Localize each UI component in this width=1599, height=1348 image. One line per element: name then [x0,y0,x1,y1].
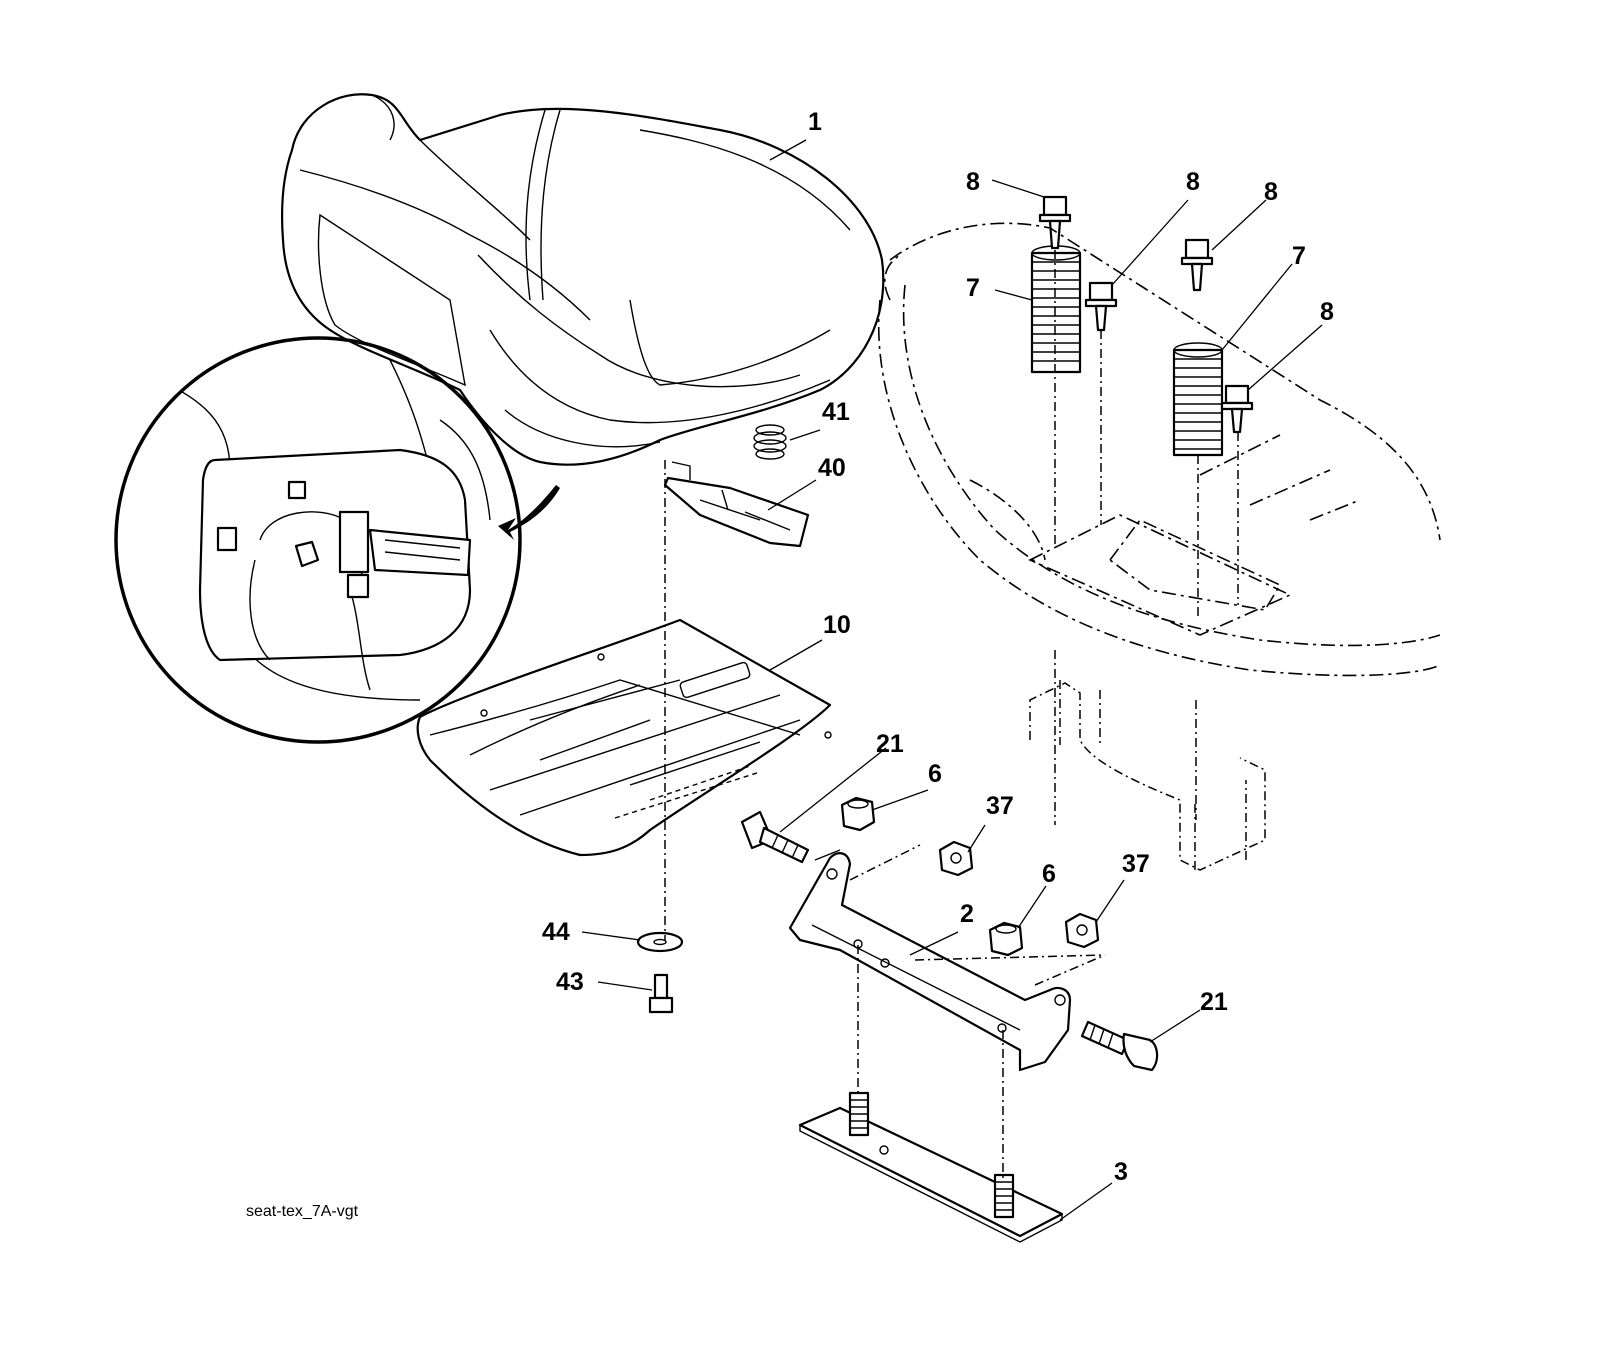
callout-21-right: 21 [1200,988,1228,1016]
callout-labels: 1 41 40 10 21 6 37 6 37 2 44 43 21 3 8 8… [542,108,1334,1186]
bolt-8-c [1180,238,1214,292]
callout-6-left: 6 [928,760,942,788]
spring-41 [753,424,787,460]
bolt-8-d [1220,384,1254,434]
seat-bracket-2 [788,852,1072,1072]
callout-1: 1 [808,108,822,136]
seat-pan-10 [416,618,832,857]
callout-21-left: 21 [876,730,904,758]
bolt-43 [648,973,674,1014]
callout-37-right: 37 [1122,850,1150,878]
nut-37-right [1064,912,1100,949]
nut-6-left [840,796,876,832]
callout-7-left: 7 [966,274,980,302]
bolt-21-left [740,810,810,864]
callout-40: 40 [818,454,846,482]
callout-41: 41 [822,398,850,426]
callout-43: 43 [556,968,584,996]
bolt-21-right [1080,1020,1159,1072]
callout-8-a: 8 [966,168,980,196]
callout-2: 2 [960,900,974,928]
spring-7-left [1030,245,1082,374]
fender-outline [878,222,1441,871]
plate-3 [798,1091,1064,1243]
callout-8-b: 8 [1186,168,1200,196]
callout-44: 44 [542,918,570,946]
callout-8-d: 8 [1320,298,1334,326]
callout-37-left: 37 [986,792,1014,820]
nut-6-right [988,921,1024,957]
callout-7-right: 7 [1292,242,1306,270]
leader-lines [581,139,1323,1221]
seat-switch-clip-40 [663,461,810,548]
callout-3: 3 [1114,1158,1128,1186]
bolt-8-b [1084,281,1118,332]
drawing-code: seat-tex_7A-vgt [246,1203,359,1220]
alignment-lines [664,250,1239,1178]
spring-7-right [1172,342,1224,457]
nut-37-left [938,840,974,877]
washer-44 [636,931,684,953]
callout-6-right: 6 [1042,860,1056,888]
callout-8-c: 8 [1264,178,1278,206]
detail-view [114,336,560,744]
seat [281,93,885,466]
callout-10: 10 [823,611,851,639]
bolt-8-a [1038,195,1072,250]
